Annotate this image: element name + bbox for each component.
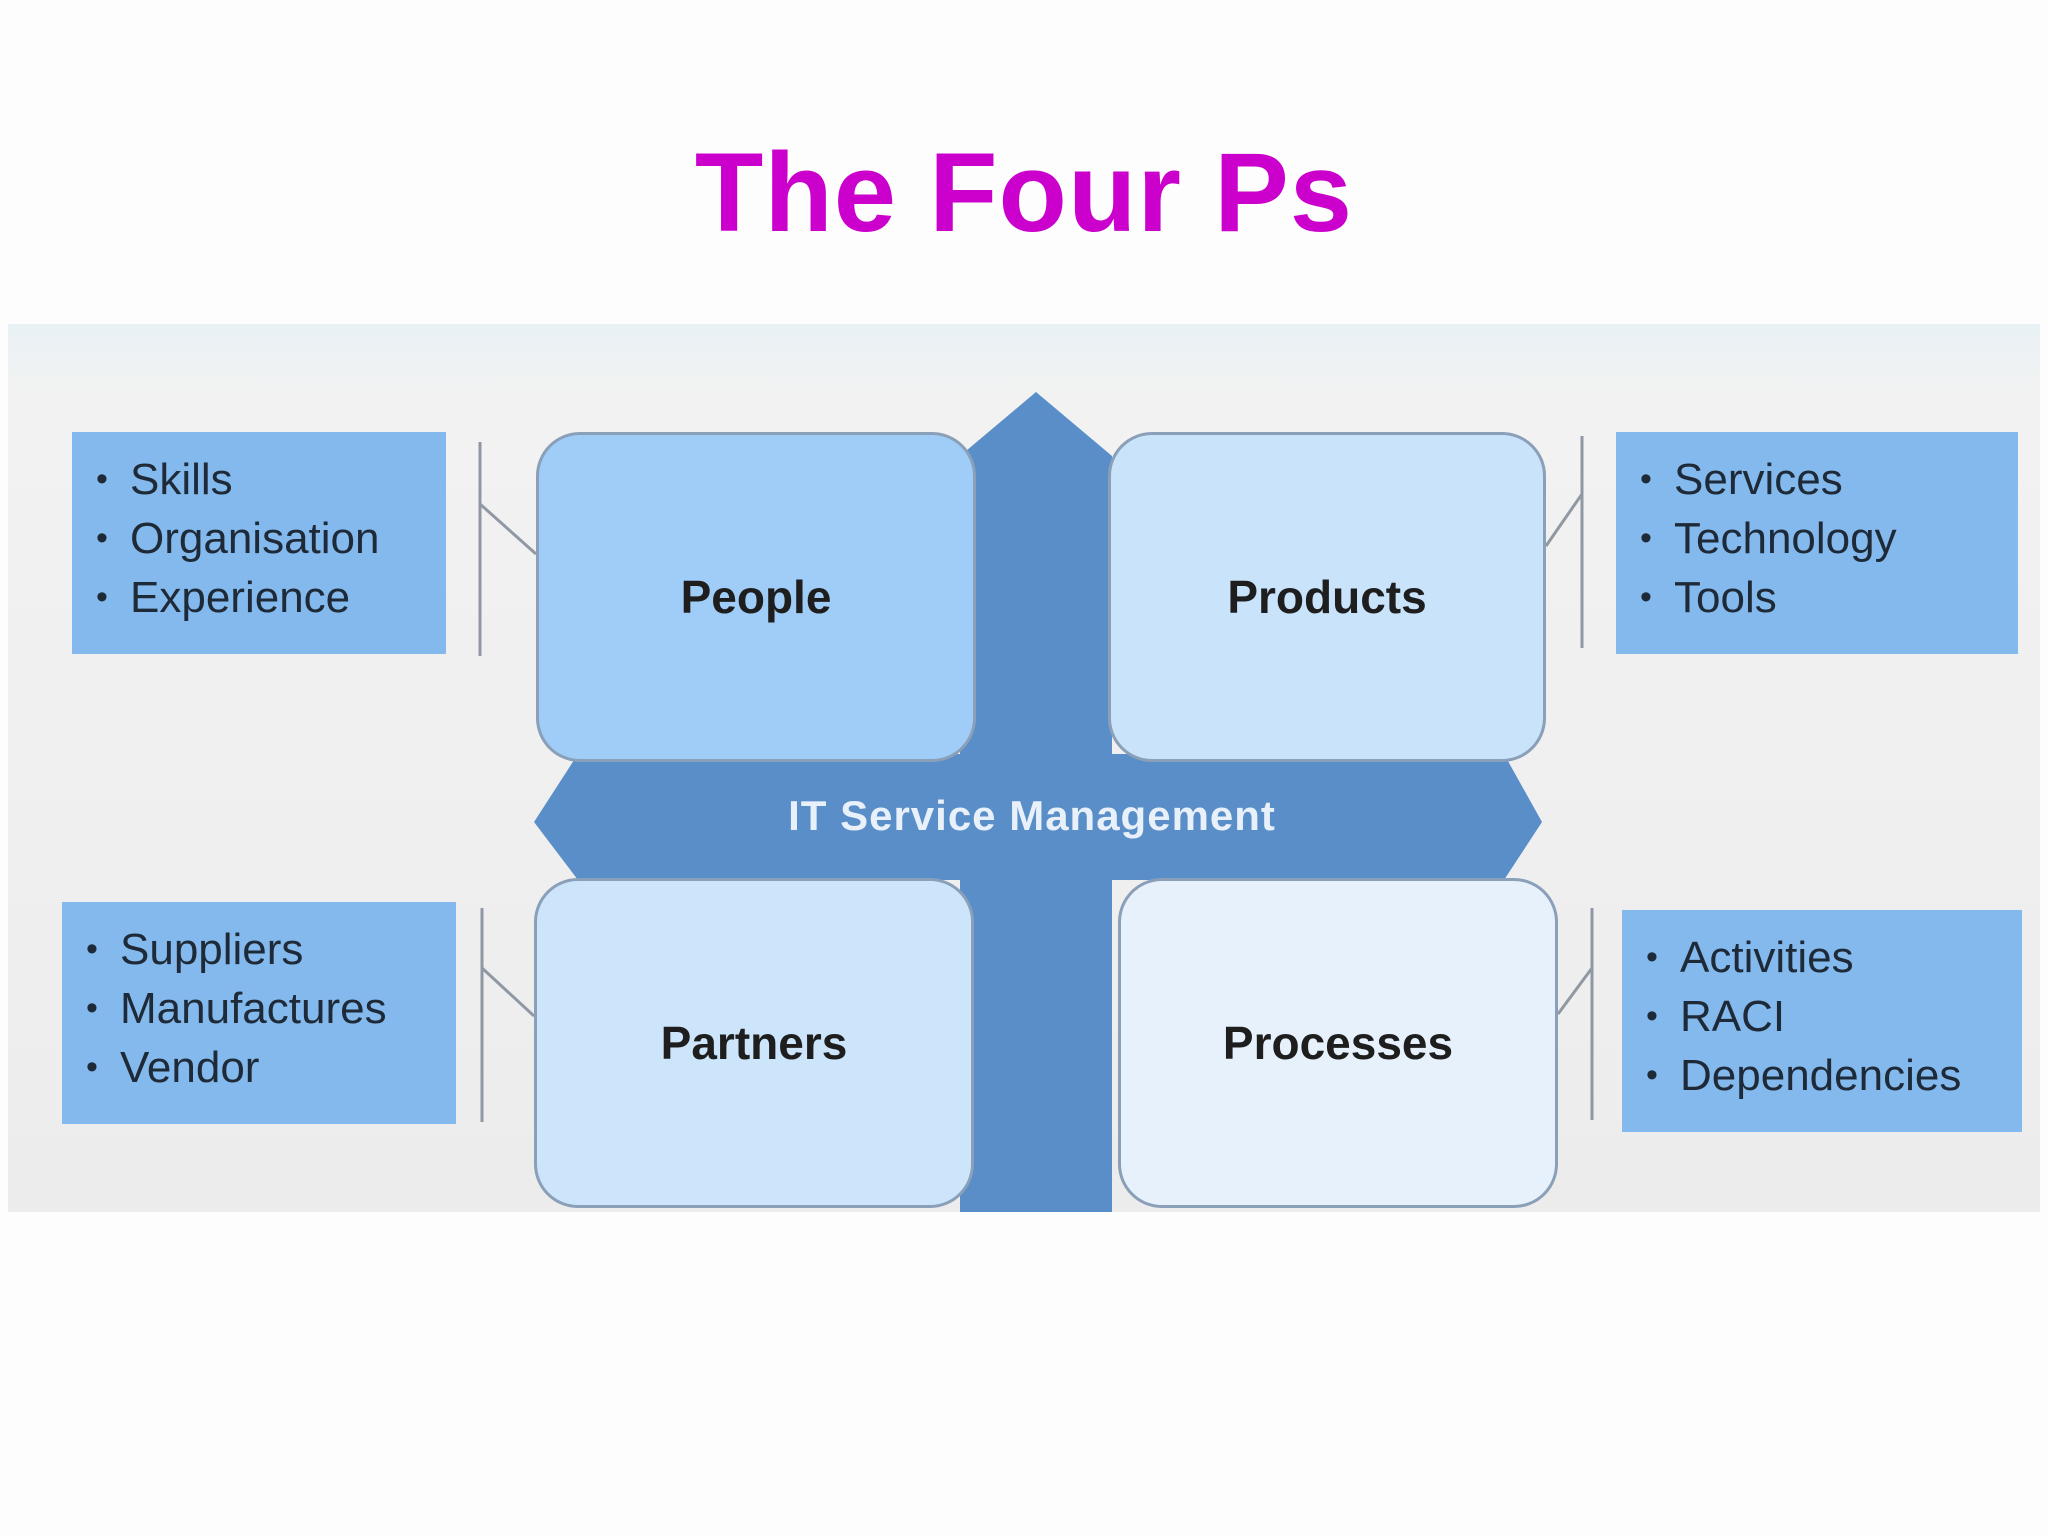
list-item: •Services (1640, 450, 2018, 509)
quadrant-partners: Partners (534, 878, 974, 1208)
quadrant-products-label: Products (1227, 571, 1427, 623)
processes-attributes-list: •Activities •RACI •Dependencies (1646, 928, 2022, 1105)
bullet-icon: • (1646, 997, 1658, 1035)
bullet-icon: • (96, 519, 108, 557)
products-attributes-box: •Services •Technology •Tools (1616, 432, 2018, 654)
bullet-icon: • (1640, 519, 1652, 557)
list-item: •Organisation (96, 509, 446, 568)
itsm-center-label: IT Service Management (788, 792, 1276, 839)
list-item: •Suppliers (86, 920, 456, 979)
connector-lines (478, 436, 1594, 1122)
bullet-icon: • (1640, 460, 1652, 498)
list-item: •Manufactures (86, 979, 456, 1038)
list-item: •Tools (1640, 568, 2018, 627)
slide-title: The Four Ps (694, 130, 1354, 255)
list-item: •Vendor (86, 1038, 456, 1097)
quadrant-people-label: People (680, 571, 832, 623)
bullet-icon: • (86, 989, 98, 1027)
diagram-connectors (478, 392, 1594, 1212)
four-ps-diagram: People Products Partners Processes IT Se… (8, 324, 2040, 1212)
bullet-icon: • (1646, 1056, 1658, 1094)
products-attributes-list: •Services •Technology •Tools (1640, 450, 2018, 627)
list-item: •Technology (1640, 509, 2018, 568)
people-attributes-list: •Skills •Organisation •Experience (96, 450, 446, 627)
partners-attributes-list: •Suppliers •Manufactures •Vendor (86, 920, 456, 1097)
people-attributes-box: •Skills •Organisation •Experience (72, 432, 446, 654)
partners-attributes-box: •Suppliers •Manufactures •Vendor (62, 902, 456, 1124)
bullet-icon: • (96, 460, 108, 498)
list-item: •Experience (96, 568, 446, 627)
bullet-icon: • (86, 930, 98, 968)
list-item: •Dependencies (1646, 1046, 2022, 1105)
bullet-icon: • (1640, 578, 1652, 616)
list-item: •Activities (1646, 928, 2022, 987)
processes-attributes-box: •Activities •RACI •Dependencies (1622, 910, 2022, 1132)
quadrant-people: People (536, 432, 976, 762)
bullet-icon: • (96, 578, 108, 616)
bullet-icon: • (1646, 938, 1658, 976)
itsm-cross-shape (534, 392, 1542, 1212)
list-item: •Skills (96, 450, 446, 509)
quadrant-partners-label: Partners (660, 1017, 848, 1069)
list-item: •RACI (1646, 987, 2022, 1046)
quadrant-products: Products (1108, 432, 1546, 762)
quadrant-processes-label: Processes (1222, 1017, 1454, 1069)
bullet-icon: • (86, 1048, 98, 1086)
quadrant-processes: Processes (1118, 878, 1558, 1208)
